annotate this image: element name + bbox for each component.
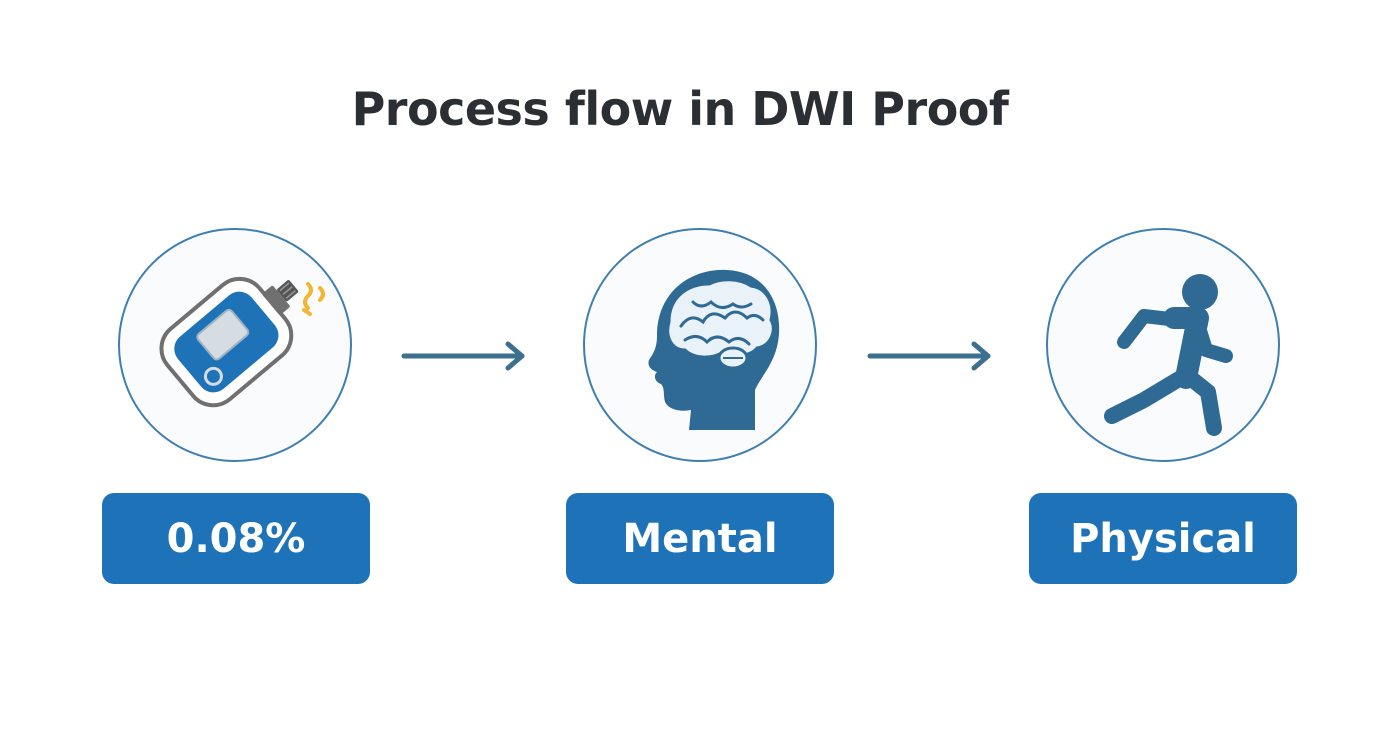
step-1-label: 0.08% (102, 493, 370, 584)
step-2-label: Mental (566, 493, 834, 584)
flow-arrow-2 (867, 341, 991, 371)
step-3-circle (1046, 228, 1280, 462)
diagram-title: Process flow in DWI Proof (351, 82, 1009, 136)
brain-head-icon (648, 269, 780, 430)
step-3-label: Physical (1029, 493, 1297, 584)
breathalyzer-icon (159, 276, 325, 408)
step-1-circle (118, 228, 352, 462)
running-person-icon (1104, 274, 1233, 436)
step-2-circle (583, 228, 817, 462)
flow-arrow-1 (401, 341, 525, 371)
